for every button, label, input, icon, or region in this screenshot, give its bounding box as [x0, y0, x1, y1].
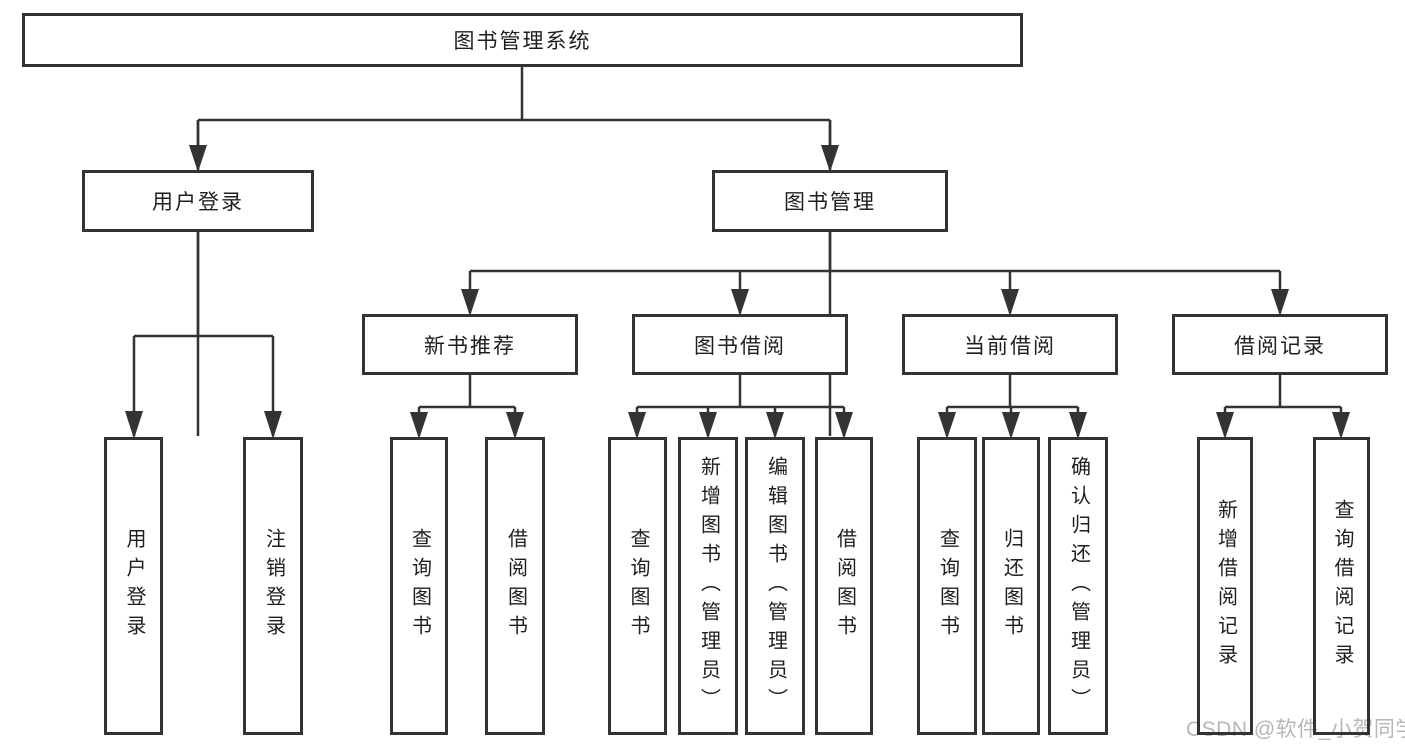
- arrowhead: [766, 412, 784, 439]
- node-leaf-query-books-current-label: 查询图书: [936, 528, 959, 644]
- node-new-book-recommendation: 新书推荐: [362, 314, 578, 375]
- arrowhead: [1001, 289, 1019, 316]
- connector-root-drops: [196, 120, 832, 169]
- node-leaf-add-books-admin: 新增图书（管理员）: [678, 437, 738, 735]
- arrowhead: [938, 412, 956, 439]
- connector-records-branch: [1223, 375, 1343, 436]
- node-book-borrowing: 图书借阅: [632, 314, 848, 375]
- node-leaf-return-books-label: 归还图书: [1000, 528, 1023, 644]
- node-book-management: 图书管理: [712, 170, 948, 232]
- arrowhead: [189, 145, 207, 172]
- arrowhead: [1002, 412, 1020, 439]
- arrowhead: [1069, 412, 1087, 439]
- watermark-text: CSDN @软件_小贺同学: [1186, 718, 1405, 741]
- node-leaf-query-books-current: 查询图书: [917, 437, 977, 735]
- arrowhead: [835, 412, 853, 439]
- node-leaf-confirm-return-admin-label: 确认归还（管理员）: [1067, 455, 1090, 717]
- node-book-management-label: 图书管理: [784, 191, 876, 214]
- node-leaf-add-borrow-record: 新增借阅记录: [1197, 437, 1253, 735]
- node-borrowing-records: 借阅记录: [1172, 314, 1388, 375]
- arrowhead: [821, 145, 839, 172]
- arrowhead: [628, 412, 646, 439]
- node-user-login: 用户登录: [82, 170, 314, 232]
- node-new-book-recommendation-label: 新书推荐: [424, 334, 516, 358]
- node-leaf-edit-books-admin: 编辑图书（管理员）: [745, 437, 805, 735]
- arrowhead: [410, 412, 428, 439]
- connector-bookmgmt-branch: [468, 232, 1282, 313]
- arrowhead: [125, 411, 143, 439]
- arrowhead: [461, 289, 479, 316]
- node-current-borrowing: 当前借阅: [902, 314, 1118, 375]
- arrowhead: [506, 412, 524, 439]
- node-leaf-return-books: 归还图书: [982, 437, 1040, 735]
- node-leaf-borrow-books-borrowing: 借阅图书: [815, 437, 873, 735]
- node-leaf-add-borrow-record-label: 新增借阅记录: [1214, 499, 1237, 673]
- node-root: 图书管理系统: [22, 13, 1023, 67]
- node-leaf-edit-books-admin-label: 编辑图书（管理员）: [764, 455, 787, 717]
- connector-userlogin-branch: [132, 232, 275, 436]
- node-leaf-query-borrow-record: 查询借阅记录: [1313, 437, 1370, 735]
- node-root-label: 图书管理系统: [453, 30, 592, 53]
- node-leaf-logout-label: 注销登录: [262, 528, 285, 644]
- arrowhead: [731, 289, 749, 316]
- node-leaf-borrow-books-recommend-label: 借阅图书: [504, 528, 527, 644]
- node-user-login-label: 用户登录: [152, 191, 244, 214]
- node-borrowing-records-label: 借阅记录: [1234, 334, 1326, 358]
- connector-borrowing-branch: [635, 375, 846, 436]
- arrowhead: [264, 411, 282, 439]
- node-leaf-user-login: 用户登录: [104, 437, 163, 735]
- node-leaf-query-borrow-record-label: 查询借阅记录: [1331, 499, 1353, 673]
- node-current-borrowing-label: 当前借阅: [964, 334, 1056, 358]
- node-leaf-user-login-label: 用户登录: [123, 528, 145, 644]
- connector-root-to-level2: [196, 64, 832, 436]
- arrowhead: [699, 412, 717, 439]
- node-leaf-query-books-borrowing-label: 查询图书: [627, 528, 649, 644]
- node-leaf-logout: 注销登录: [243, 437, 303, 735]
- node-leaf-borrow-books-borrowing-label: 借阅图书: [833, 528, 856, 644]
- connector-newbook-branch: [417, 375, 517, 436]
- node-leaf-query-books-recommend: 查询图书: [390, 437, 448, 735]
- node-leaf-add-books-admin-label: 新增图书（管理员）: [697, 455, 720, 717]
- arrowhead: [1271, 289, 1289, 316]
- node-leaf-query-books-borrowing: 查询图书: [608, 437, 667, 735]
- arrowhead: [1332, 412, 1350, 439]
- node-leaf-confirm-return-admin: 确认归还（管理员）: [1048, 437, 1108, 735]
- arrowhead: [1216, 412, 1234, 439]
- node-leaf-borrow-books-recommend: 借阅图书: [485, 437, 545, 735]
- node-leaf-query-books-recommend-label: 查询图书: [408, 528, 431, 644]
- node-book-borrowing-label: 图书借阅: [694, 334, 786, 358]
